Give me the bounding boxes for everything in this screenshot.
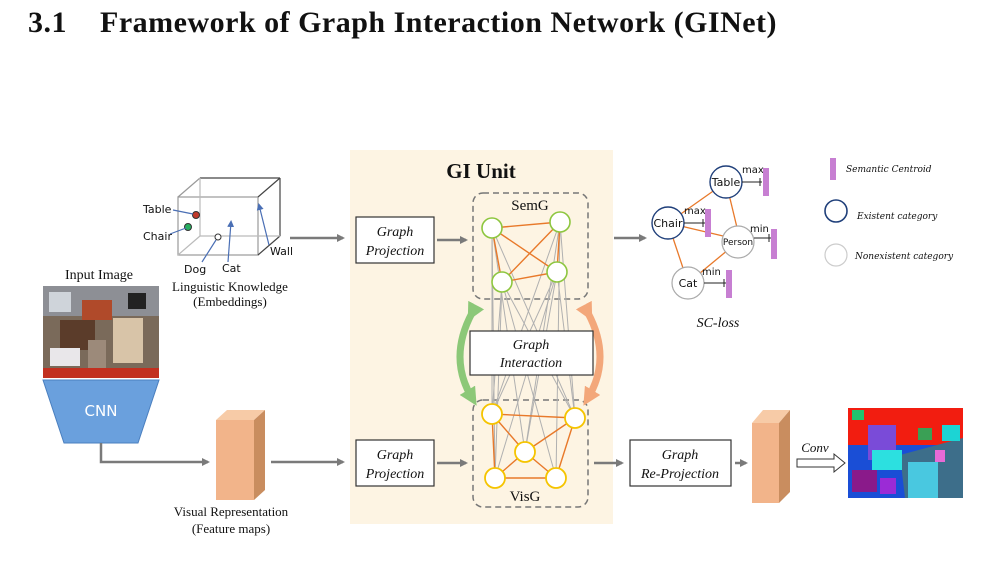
cnn-block: [42, 379, 160, 444]
visg-node: [564, 407, 586, 429]
semg-box: [472, 192, 589, 300]
linguistic-cube: [177, 177, 281, 256]
visg-node: [484, 467, 506, 489]
word-label-dog: Dog: [184, 263, 206, 276]
visg-node: [481, 403, 503, 425]
sc-node-person-label: Person: [723, 238, 753, 248]
sc-label-max-chair: max: [684, 206, 706, 217]
visual-caption-line2: (Feature maps): [192, 521, 270, 536]
semantic-centroid: [763, 168, 769, 196]
sc-loss-caption: SC-loss: [697, 316, 740, 331]
gi-unit-title: GI Unit: [446, 159, 515, 183]
graph-projection-top-box: [355, 216, 435, 264]
graph-interaction-box: [469, 330, 594, 376]
sc-node-chair-label: Chair: [654, 217, 683, 230]
linguistic-caption-line2: (Embeddings): [193, 294, 267, 309]
visg-node: [514, 441, 536, 463]
legend-existent-swatch: [824, 199, 848, 223]
section-title: Framework of Graph Interaction Network (…: [100, 6, 778, 39]
linguistic-caption-line1: Linguistic Knowledge: [172, 279, 288, 294]
sc-label-min-cat: min: [702, 267, 721, 278]
sc-node-cat-label: Cat: [679, 277, 698, 290]
graph-interaction-line1: Graph: [513, 338, 550, 353]
sc-node-table-label: Table: [711, 176, 741, 189]
word-point-dog: [214, 233, 222, 241]
conv-label: Conv: [801, 440, 829, 455]
graph-interaction-line2: Interaction: [499, 356, 562, 371]
word-label-wall: Wall: [270, 245, 293, 258]
semg-node: [491, 271, 513, 293]
section-number: 3.1: [28, 6, 67, 39]
graph-projection-bottom-line1: Graph: [377, 448, 414, 463]
visual-to-semantic-arrow: [575, 300, 604, 406]
sc-label-max-table: max: [742, 165, 764, 176]
graph-projection-bottom-line2: Projection: [365, 467, 425, 482]
graph-projection-top-line1: Graph: [377, 225, 414, 240]
legend-centroid-label: Semantic Centroid: [846, 165, 932, 175]
legend-nonexistent-swatch: [824, 243, 848, 267]
semg-label: SemG: [511, 198, 549, 214]
input-image: [43, 286, 159, 378]
visual-caption-line1: Visual Representation: [174, 504, 289, 519]
graph-reprojection-line1: Graph: [662, 448, 699, 463]
legend-existent-label: Existent category: [856, 212, 938, 222]
visg-box: [472, 399, 589, 508]
cnn-label: CNN: [85, 402, 118, 420]
input-image-label: Input Image: [65, 268, 133, 283]
semantic-to-visual-arrow: [456, 300, 485, 406]
graph-projection-top-line2: Projection: [365, 244, 425, 259]
feature-maps-block: [216, 410, 265, 500]
semg-node: [481, 217, 503, 239]
visg-label: VisG: [510, 489, 541, 505]
sc-node-person: [721, 225, 755, 259]
word-label-table: Table: [142, 203, 172, 216]
semantic-centroid: [726, 270, 732, 298]
semg-node: [546, 261, 568, 283]
graph-projection-bottom-box: [355, 439, 435, 487]
output-feature-maps: [752, 410, 790, 503]
word-label-cat: Cat: [222, 262, 241, 275]
word-point-chair: [184, 223, 192, 231]
sc-label-min-person: min: [750, 224, 769, 235]
word-label-chair: Chair: [143, 230, 172, 243]
semantic-centroid: [705, 209, 711, 237]
visg-node: [545, 467, 567, 489]
section-heading: 3.1 Framework of Graph Interaction Networ…: [28, 6, 777, 40]
graph-reprojection-line2: Re-Projection: [640, 467, 719, 482]
segmentation-output: [848, 408, 963, 498]
word-point-table: [192, 211, 200, 219]
legend-nonexistent-label: Nonexistent category: [854, 252, 954, 262]
semantic-centroid: [771, 229, 777, 259]
conv-arrow: [796, 452, 846, 474]
legend-centroid-swatch: [830, 158, 836, 180]
graph-reprojection-box: [629, 439, 732, 487]
semg-node: [549, 211, 571, 233]
